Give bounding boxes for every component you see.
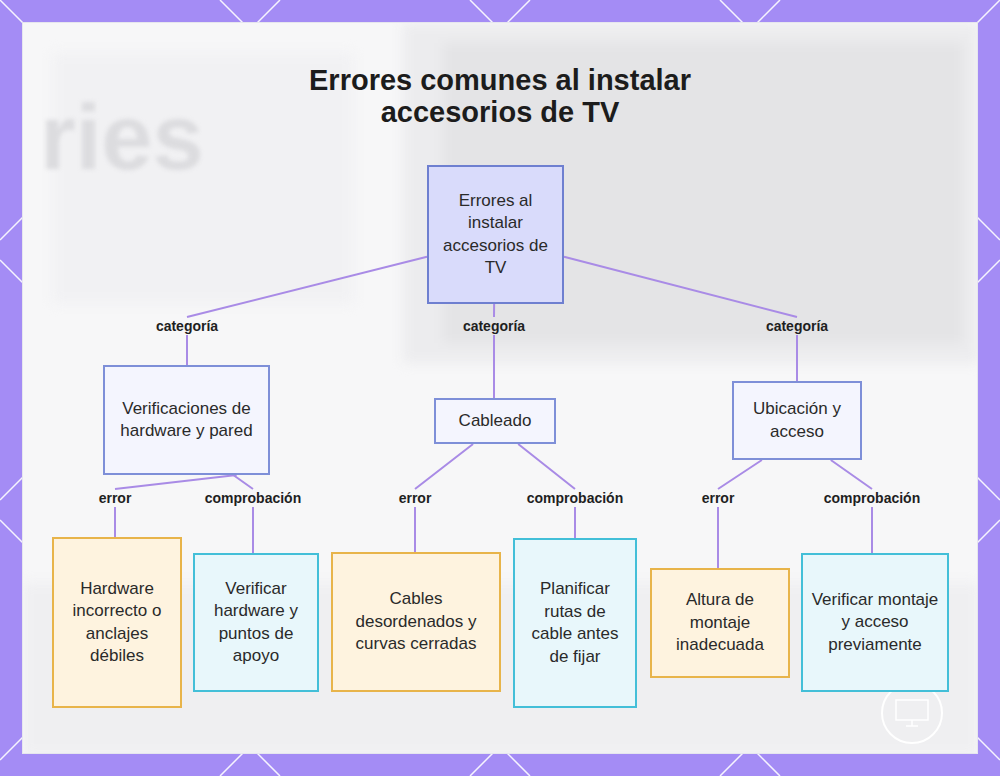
edge-label: error <box>702 490 735 506</box>
check-box: Planificar rutas de cable antes de fijar <box>513 538 637 708</box>
node-text: Hardware incorrecto o anclajes débiles <box>62 578 172 668</box>
category-box: Cableado <box>434 398 556 444</box>
root-box: Errores al instalar accesorios de TV <box>427 165 564 304</box>
edge-label: categoría <box>766 318 828 334</box>
edge-label: comprobación <box>527 490 623 506</box>
logo-circle <box>882 683 942 743</box>
check-box: Verificar montaje y acceso previamente <box>801 553 949 692</box>
connector-line <box>115 475 237 537</box>
node-text-group: Cableado <box>459 410 532 433</box>
check-box: Verificar hardware y puntos de apoyo <box>193 553 319 692</box>
node-text: Planificar rutas de cable antes de fijar <box>523 578 627 668</box>
node-text: Verificar montaje y acceso previamente <box>811 589 939 657</box>
error-box: Hardware incorrecto o anclajes débiles <box>52 537 182 708</box>
connector <box>831 460 872 553</box>
connector <box>564 257 797 381</box>
node-text: Cables desordenados y curvas cerradas <box>341 588 491 656</box>
error-box: Cables desordenados y curvas cerradas <box>331 552 501 692</box>
node-text: Altura de montaje inadecuada <box>660 589 780 657</box>
diagram-title: Errores comunes al instalar accesorios d… <box>280 64 720 128</box>
node-text: Verificar hardware y puntos de apoyo <box>203 578 309 668</box>
connector-line <box>718 460 762 568</box>
connector-line <box>564 257 797 381</box>
node-text-group: Cables desordenados y curvas cerradas <box>341 588 491 656</box>
node-text-group: Hardware incorrecto o anclajes débiles <box>62 578 172 668</box>
node-text-group: Altura de montaje inadecuada <box>660 589 780 657</box>
node-text: Errores al instalar accesorios de TV <box>437 190 554 280</box>
edge-label: categoría <box>156 318 218 334</box>
node-text-group: Verificar montaje y acceso previamente <box>811 589 939 657</box>
node-text-group: Errores al instalar accesorios de TV <box>437 190 554 280</box>
watermark-text: ries <box>40 85 204 190</box>
error-box: Altura de montaje inadecuada <box>650 568 790 678</box>
connector <box>718 460 762 568</box>
node-text: Verificaciones de hardware y pared <box>113 398 260 443</box>
connector <box>233 475 253 553</box>
logo-tv <box>896 700 928 720</box>
edge-label: error <box>99 490 132 506</box>
edge-label: error <box>399 490 432 506</box>
logo-stand <box>906 720 918 726</box>
category-box: Ubicación y acceso <box>732 381 862 460</box>
edge-label: comprobación <box>205 490 301 506</box>
connector <box>115 475 237 537</box>
node-text: Cableado <box>459 410 532 433</box>
node-text-group: Planificar rutas de cable antes de fijar <box>523 578 627 668</box>
node-text-group: Ubicación y acceso <box>742 398 852 443</box>
edge-label: comprobación <box>824 490 920 506</box>
node-text-group: Verificar hardware y puntos de apoyo <box>203 578 309 668</box>
node-text: Ubicación y acceso <box>742 398 852 443</box>
category-box: Verificaciones de hardware y pared <box>103 365 270 475</box>
edge-label: categoría <box>463 318 525 334</box>
connector-line <box>233 475 253 553</box>
connector-line <box>831 460 872 553</box>
connector-line <box>187 257 427 365</box>
connector <box>187 257 427 365</box>
node-text-group: Verificaciones de hardware y pared <box>113 398 260 443</box>
